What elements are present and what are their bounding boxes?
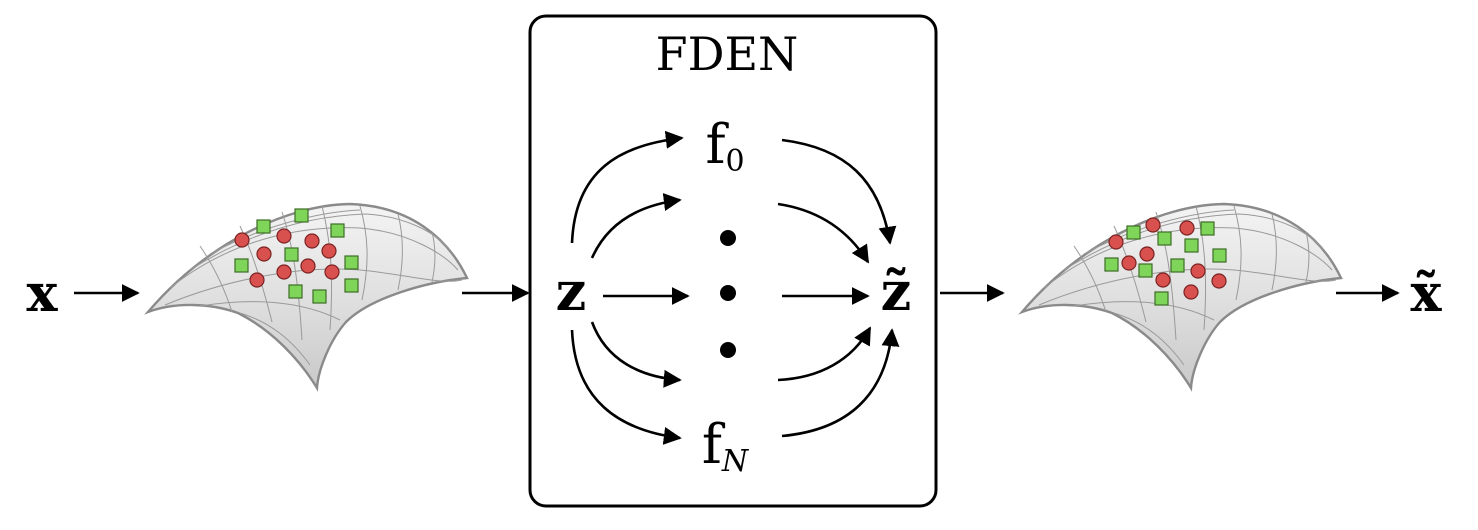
fden-block — [528, 14, 938, 508]
arrow-fN-to-z-tilde — [781, 328, 900, 438]
ellipsis-dot-top — [720, 230, 736, 246]
input-manifold — [144, 202, 469, 392]
input-red-points — [234, 228, 340, 288]
arrow-z-to-f0 — [570, 130, 684, 244]
arrow-z-to-upper-dots — [590, 193, 682, 259]
filter-fN: fN — [702, 413, 750, 479]
input-label-x: x — [26, 263, 58, 324]
latent-z-tilde: z̃ — [881, 259, 912, 323]
arrow-upper-dots-to-z-tilde — [777, 202, 870, 264]
ellipsis-dot-bottom — [720, 342, 736, 358]
output-green-points — [1104, 221, 1227, 306]
arrow-f0-to-z-tilde — [781, 138, 897, 245]
output-red-points — [1108, 217, 1227, 300]
input-green-points — [234, 208, 359, 304]
arrow-lower-dots-to-z-tilde — [777, 326, 872, 382]
output-manifold — [1018, 202, 1343, 392]
block-title: FDEN — [656, 27, 799, 81]
arrow-z-to-fN — [570, 329, 682, 445]
arrow-z-to-lower-dots — [590, 321, 682, 388]
latent-z: z — [556, 259, 587, 323]
output-label-x-tilde: x̃ — [1410, 263, 1442, 324]
ellipsis-dot-middle — [720, 285, 736, 301]
